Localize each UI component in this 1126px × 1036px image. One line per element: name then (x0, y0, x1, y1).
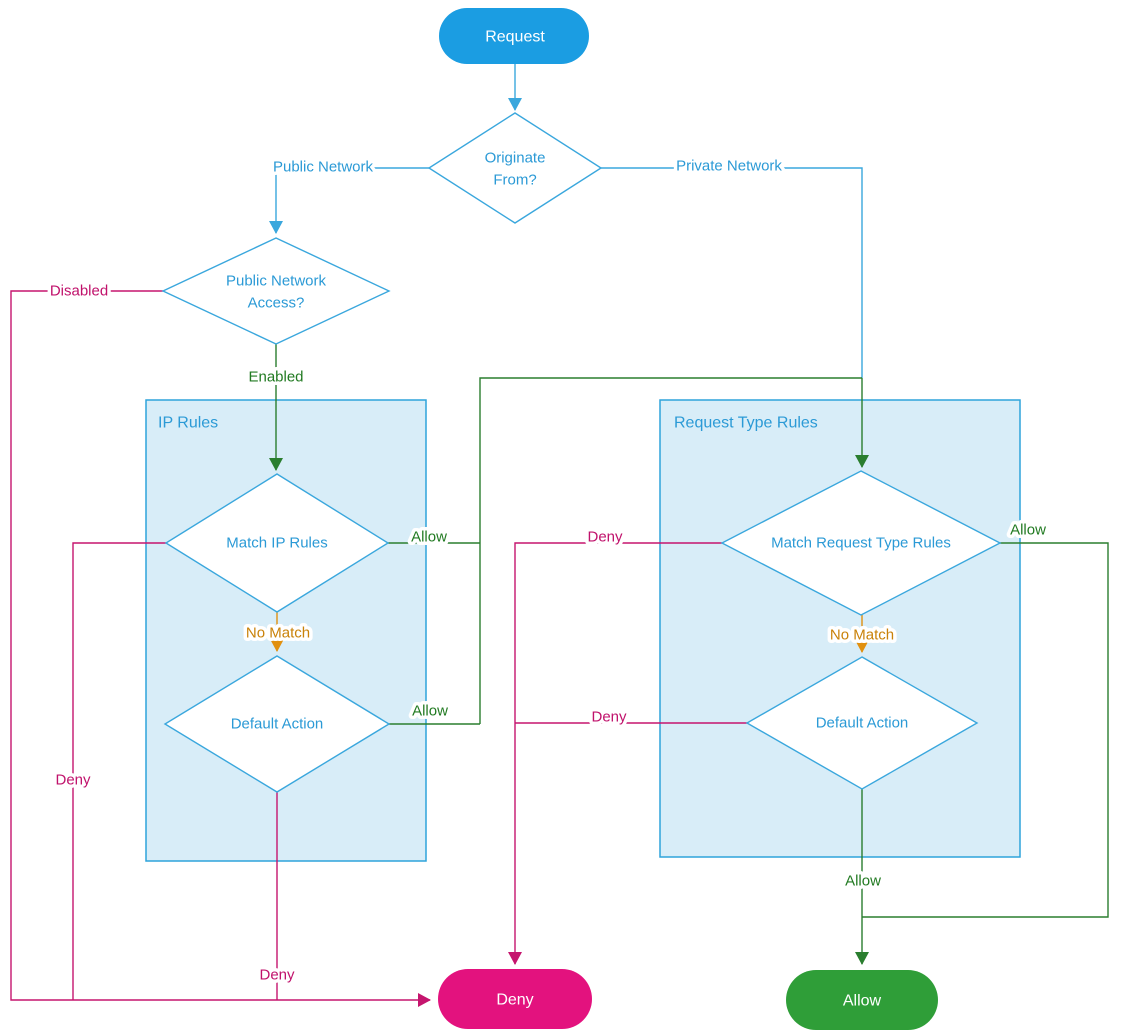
match-request-deny-edge-label: Deny (587, 529, 623, 546)
disabled-edge-label: Disabled (50, 283, 108, 300)
node-request (439, 8, 589, 64)
edge-allow-merge-to-request-type-rules (479, 377, 862, 724)
node-allow (786, 970, 938, 1030)
labels: Request Deny Allow Originate From? Publi… (46, 29, 1049, 1010)
edge-originate-public-network (269, 167, 429, 234)
match-ip-deny-edge-label: Deny (55, 772, 91, 789)
node-request-default-action (745, 656, 979, 790)
public-network-access-label-line1: Public Network (226, 273, 327, 290)
ip-default-action-label: Default Action (231, 716, 324, 733)
containers (145, 399, 1021, 862)
edge-pna-disabled (10, 290, 431, 1007)
allow-label: Allow (843, 993, 882, 1010)
request-default-allow-edge-label: Allow (845, 873, 881, 890)
node-public-network-access (161, 237, 391, 345)
nodes (161, 8, 1002, 1030)
originate-from-label-line2: From? (493, 172, 536, 189)
ip-rules-title: IP Rules (158, 415, 218, 432)
request-default-action-label: Default Action (816, 715, 909, 732)
match-request-allow-edge-label: Allow (1010, 522, 1046, 539)
public-network-access-label-line2: Access? (248, 295, 305, 312)
match-request-type-rules-label: Match Request Type Rules (771, 535, 951, 552)
public-network-edge-label: Public Network (273, 159, 374, 176)
match-ip-no-match-edge-label: No Match (246, 625, 310, 642)
request-default-deny-edge-label: Deny (591, 709, 627, 726)
node-match-ip-rules (164, 473, 390, 613)
match-ip-allow-edge-label: Allow (411, 529, 447, 546)
request-type-rules-title: Request Type Rules (674, 415, 818, 432)
container-request-type-rules (659, 399, 1021, 858)
request-label: Request (485, 29, 545, 46)
edge-match-ip-deny (72, 542, 166, 1000)
edge-match-request-allow (862, 542, 1109, 918)
ip-default-allow-edge-label: Allow (412, 703, 448, 720)
edges (10, 64, 1109, 1007)
node-match-request-type-rules (720, 470, 1002, 616)
node-deny (438, 969, 592, 1029)
enabled-edge-label: Enabled (248, 369, 303, 386)
private-network-edge-label: Private Network (676, 158, 782, 175)
node-ip-default-action (163, 655, 391, 793)
originate-from-label-line1: Originate (485, 150, 546, 167)
edge-match-request-deny (508, 542, 722, 965)
ip-default-deny-edge-label: Deny (259, 967, 295, 984)
edge-originate-private-network (601, 167, 863, 378)
deny-label: Deny (496, 992, 533, 1009)
match-request-no-match-edge-label: No Match (830, 627, 894, 644)
node-originate-from (427, 112, 603, 224)
match-ip-rules-label: Match IP Rules (226, 535, 327, 552)
